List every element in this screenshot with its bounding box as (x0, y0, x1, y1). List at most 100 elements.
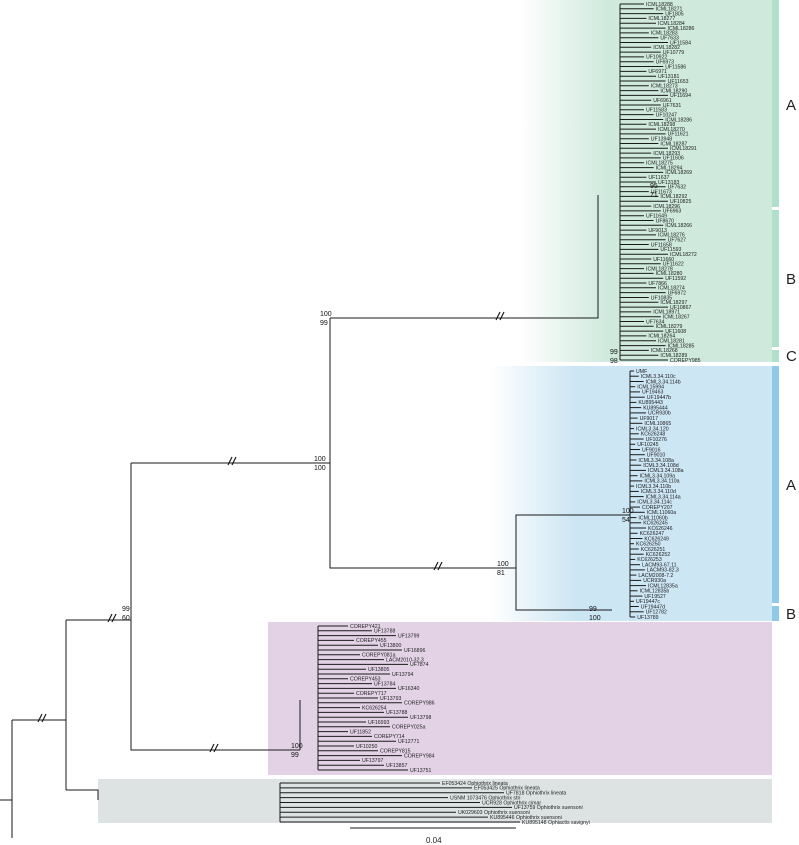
clade-bg-blue (490, 366, 772, 621)
clade-bar-blue-b (772, 606, 779, 621)
tip-label: ICML18277 (648, 16, 675, 22)
tip-label: UF6961 (653, 98, 672, 104)
tip-label: UF13788 (386, 710, 407, 716)
clade-bg-outgroup (98, 779, 772, 823)
tip-label: KC626246 (648, 526, 673, 532)
tip-label: KC626245 (643, 521, 668, 527)
tip-label: UF11608 (665, 329, 686, 335)
scale-bar-label: 0.04 (426, 836, 442, 845)
tip-label: UF13805 (368, 667, 389, 673)
green-clade-tips: ICML18288ICML18271UF1805ICML18277ICML182… (619, 2, 701, 364)
tip-label: UF6971 (648, 69, 667, 75)
tip-label: UF19447c (636, 599, 660, 605)
tip-label: UF9016 (642, 447, 661, 453)
tip-label: UF16896 (404, 648, 425, 654)
purple-clade-tips: COREPY421UF13788UF13799COREPY455UF13800U… (317, 624, 435, 774)
tip-label: ICML18272 (670, 252, 697, 258)
tip-label: UF11586 (665, 64, 686, 70)
clade-bar-green-a (772, 0, 779, 207)
support-green-c-top: 99 (610, 349, 618, 356)
tip-label: UF11649 (646, 214, 667, 220)
tip-label: KC626249 (644, 536, 669, 542)
support-root-bottom: 60 (122, 615, 130, 622)
tip-label: ICML3.34.114b (646, 379, 681, 385)
tip-label: UF10250 (356, 744, 377, 750)
tip-label: UCR930a (643, 578, 666, 584)
support-main-bottom: 100 (314, 465, 326, 472)
tip-label: ICML10865 (644, 421, 671, 427)
tip-label: ICML18292 (660, 194, 687, 200)
tip-label: KC626251 (641, 547, 666, 553)
support-blue-top: 100 (497, 561, 509, 568)
clade-bar-blue-a (772, 366, 779, 603)
tip-label: ICML18276 (658, 233, 685, 239)
tip-label: ICML18269 (665, 170, 692, 176)
tip-label: ICML15994 (637, 385, 664, 391)
tip-label: UCR928 Ophiothrix cimar (482, 800, 541, 806)
clade-label-green-a: A (786, 97, 796, 114)
tip-label: UF11673 (651, 189, 672, 195)
tip-label: KC626254 (362, 705, 387, 711)
tip-label: UF10835 (651, 295, 672, 301)
tip-label: KC626250 (636, 542, 661, 548)
tip-label: UF7818 Ophiothrix lineata (506, 791, 566, 797)
support-green-c-bottom: 98 (610, 358, 618, 365)
tip-label: KC626253 (637, 557, 662, 563)
tip-label: ICML18288 (646, 2, 673, 8)
support-purple-top: 100 (291, 743, 303, 750)
tip-label: UF7632 (668, 185, 687, 191)
tip-label: UF11606 (663, 156, 684, 162)
tip-label: UF11583 (646, 108, 667, 114)
tip-label: UF19463 (642, 390, 663, 396)
tip-label: UF11658 (651, 242, 672, 248)
tip-label: ICML3.34.110a (644, 479, 679, 485)
tip-label: COREPY717 (356, 691, 387, 697)
tip-label: EF053424 Ophiothrix lineata (442, 781, 508, 787)
tip-label: COREPY985 (670, 358, 701, 364)
tip-label: UF11694 (670, 93, 691, 99)
tip-label: UF11584 (670, 40, 691, 46)
tip-label: UF13181 (658, 74, 679, 80)
tip-label: COREPY455 (356, 638, 387, 644)
tip-label: ICML3.34.108d (643, 463, 679, 469)
tip-label: ICML18294 (656, 165, 683, 171)
tip-label: ICML18293 (653, 151, 680, 157)
tip-label: UF11852 (350, 729, 371, 735)
tip-label: KU895443 (638, 400, 663, 406)
tip-label: UF11621 (668, 132, 689, 138)
clade-label-green-c: C (786, 348, 797, 365)
tip-label: EF053425 Ophiothrix lineata (474, 786, 540, 792)
support-blue-b-top: 99 (589, 606, 597, 613)
tip-label: ICML18266 (665, 223, 692, 229)
tip-label: COREPY081a (362, 653, 396, 659)
tip-label: ICML3.34.108a (638, 458, 674, 464)
tip-label: UF13948 (651, 137, 672, 143)
tip-label: UF11593 (660, 247, 681, 253)
tip-label: LACM93-82.3 (647, 568, 679, 574)
tip-label: UMF (636, 369, 647, 375)
tip-label: ICML18297 (660, 300, 687, 306)
tip-label: UF8670 (656, 218, 675, 224)
tip-label: ICML3.34.114a (646, 494, 681, 500)
tip-label: UF7866 (648, 281, 667, 287)
support-green-bottom: 99 (320, 320, 328, 327)
tip-label: UF11622 (663, 262, 684, 268)
support-values: 99 60 100 100 100 99 100 81 100 99 95 71… (122, 183, 658, 759)
tip-label: COREPY986 (404, 701, 435, 707)
tip-label: COREPY984 (404, 753, 435, 759)
support-blue-b-bottom: 100 (589, 615, 601, 622)
tip-label: COREPY421 (350, 624, 381, 630)
tip-label: ICML18267 (663, 315, 690, 321)
tip-label: UF11637 (648, 175, 669, 181)
support-main-top: 100 (314, 456, 326, 463)
tip-label: ICML3.34.110d (641, 489, 676, 495)
tip-label: ICML18264 (648, 334, 675, 340)
tip-label: ICML18296 (653, 204, 680, 210)
tip-label: ICML18290 (660, 88, 687, 94)
tip-label: ICML18274 (658, 286, 685, 292)
clade-bar-green-c (772, 350, 779, 362)
tip-label: UF19527 (644, 594, 665, 600)
tip-label: KU895446 Ophiothrix suensoni (490, 815, 562, 821)
tip-label: UF19447b (647, 395, 671, 401)
